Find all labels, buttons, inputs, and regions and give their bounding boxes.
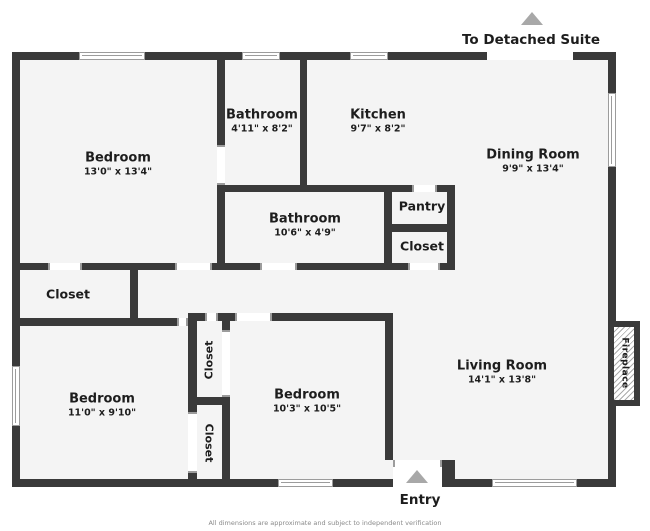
wall-closet-left-right bbox=[130, 270, 138, 318]
fireplace-name: Fireplace bbox=[619, 337, 630, 389]
bedroom3-dims: 10'3" x 10'5" bbox=[272, 403, 342, 415]
room-label-living: Living Room 14'1" x 13'8" bbox=[457, 359, 547, 386]
fireplace-label: Fireplace bbox=[619, 337, 630, 389]
wall-bedroom2-top bbox=[20, 318, 177, 326]
closet-left-name: Closet bbox=[46, 286, 90, 302]
opening-to-detached-suite bbox=[487, 52, 573, 60]
wall-corridor-north-b bbox=[82, 263, 175, 270]
wall-bathroom2-top bbox=[217, 185, 384, 192]
wall-pantry-top-left bbox=[384, 185, 412, 192]
window-bedroom3-bottom bbox=[278, 479, 333, 487]
bedroom1-dims: 13'0" x 13'4" bbox=[83, 166, 153, 178]
entry-label: Entry bbox=[399, 492, 441, 508]
door-closet-dining bbox=[408, 263, 440, 270]
disclaimer-text: All dimensions are approximate and subje… bbox=[208, 519, 442, 527]
wall-corridor-north-e bbox=[440, 263, 455, 270]
wall-pantry-top-right bbox=[437, 185, 455, 192]
bedroom2-dims: 11'0" x 9'10" bbox=[67, 407, 137, 419]
room-label-bathroom1: Bathroom 4'11" x 8'2" bbox=[226, 108, 298, 135]
wall-closet-column-left-stub bbox=[188, 473, 197, 483]
bedroom1-name: Bedroom bbox=[85, 150, 151, 166]
room-label-kitchen: Kitchen 9'7" x 8'2" bbox=[350, 108, 406, 135]
room-label-closet-upper: Closet bbox=[202, 341, 215, 380]
to-detached-suite-label: To Detached Suite bbox=[461, 32, 601, 48]
door-closet-upper-side bbox=[222, 330, 230, 397]
kitchen-name: Kitchen bbox=[350, 107, 406, 123]
living-name: Living Room bbox=[456, 358, 548, 374]
wall-bathroom1-kitchen-divider bbox=[300, 60, 307, 192]
closet-lower-name: Closet bbox=[202, 423, 216, 463]
living-dims: 14'1" x 13'8" bbox=[467, 374, 537, 386]
wall-closet-column-right-stub bbox=[222, 321, 230, 330]
wall-closet-column-top-a bbox=[188, 313, 205, 321]
wall-corridor-north-c bbox=[212, 263, 260, 270]
window-bedroom1-top bbox=[79, 52, 145, 60]
window-bedroom2-left bbox=[12, 366, 20, 426]
bathroom2-name: Bathroom bbox=[269, 211, 341, 227]
door-bedroom1 bbox=[175, 263, 212, 270]
window-kitchen-top bbox=[350, 52, 388, 60]
room-label-bedroom3: Bedroom 10'3" x 10'5" bbox=[273, 388, 341, 415]
wall-bathroom2-left bbox=[217, 185, 225, 270]
wall-bedroom3-top-b bbox=[272, 313, 393, 321]
window-bathroom1-top bbox=[242, 52, 280, 60]
closet-dining-name: Closet bbox=[400, 238, 444, 254]
room-label-bedroom2: Bedroom 11'0" x 9'10" bbox=[68, 392, 136, 419]
pantry-name: Pantry bbox=[398, 198, 446, 214]
wall-closet-column-divider bbox=[188, 397, 230, 405]
entry-arrow-icon bbox=[406, 470, 428, 483]
door-closet-left bbox=[48, 263, 82, 270]
room-label-closet-dining: Closet bbox=[400, 239, 444, 254]
door-bedroom2 bbox=[177, 318, 188, 326]
wall-closet-column-top-b bbox=[218, 313, 230, 321]
door-closet-upper bbox=[205, 313, 218, 321]
dining-dims: 9'9" x 13'4" bbox=[502, 163, 564, 175]
wall-corridor-north-a bbox=[20, 263, 48, 270]
wall-closet-column-left-upper bbox=[188, 313, 197, 412]
window-living-bottom bbox=[492, 479, 577, 487]
wall-bedroom3-right bbox=[385, 313, 393, 460]
dining-name: Dining Room bbox=[486, 147, 580, 163]
bedroom2-name: Bedroom bbox=[69, 391, 135, 407]
door-bedroom3 bbox=[235, 313, 272, 321]
room-label-dining: Dining Room 9'9" x 13'4" bbox=[486, 148, 579, 175]
door-closet-lower bbox=[188, 412, 197, 473]
window-dining-right bbox=[608, 93, 616, 167]
wall-bedroom3-top-a bbox=[230, 313, 235, 321]
wall-corridor-north-d bbox=[297, 263, 408, 270]
room-label-closet-lower: Closet bbox=[202, 423, 216, 463]
door-bathroom1 bbox=[217, 145, 225, 185]
room-label-closet-left: Closet bbox=[46, 287, 90, 302]
bedroom3-name: Bedroom bbox=[274, 387, 340, 403]
room-label-pantry: Pantry bbox=[399, 199, 445, 214]
door-bathroom2 bbox=[260, 263, 297, 270]
closet-upper-name: Closet bbox=[202, 340, 216, 380]
wall-closet-column-right-lower bbox=[222, 397, 230, 479]
bathroom1-dims: 4'11" x 8'2" bbox=[231, 123, 293, 135]
wall-entry-stub bbox=[442, 460, 455, 487]
wall-bedroom1-right-upper bbox=[217, 60, 225, 145]
fireplace-hatch bbox=[614, 327, 634, 400]
room-label-bathroom2: Bathroom 10'6" x 4'9" bbox=[269, 212, 341, 239]
door-entry bbox=[393, 460, 442, 467]
detached-suite-arrow-icon bbox=[521, 12, 543, 25]
bathroom1-name: Bathroom bbox=[226, 107, 298, 123]
wall-pantry-closet-divider bbox=[384, 224, 455, 232]
door-pantry bbox=[412, 185, 437, 192]
room-label-bedroom1: Bedroom 13'0" x 13'4" bbox=[84, 151, 152, 178]
kitchen-dims: 9'7" x 8'2" bbox=[350, 123, 406, 135]
bathroom2-dims: 10'6" x 4'9" bbox=[274, 227, 336, 239]
